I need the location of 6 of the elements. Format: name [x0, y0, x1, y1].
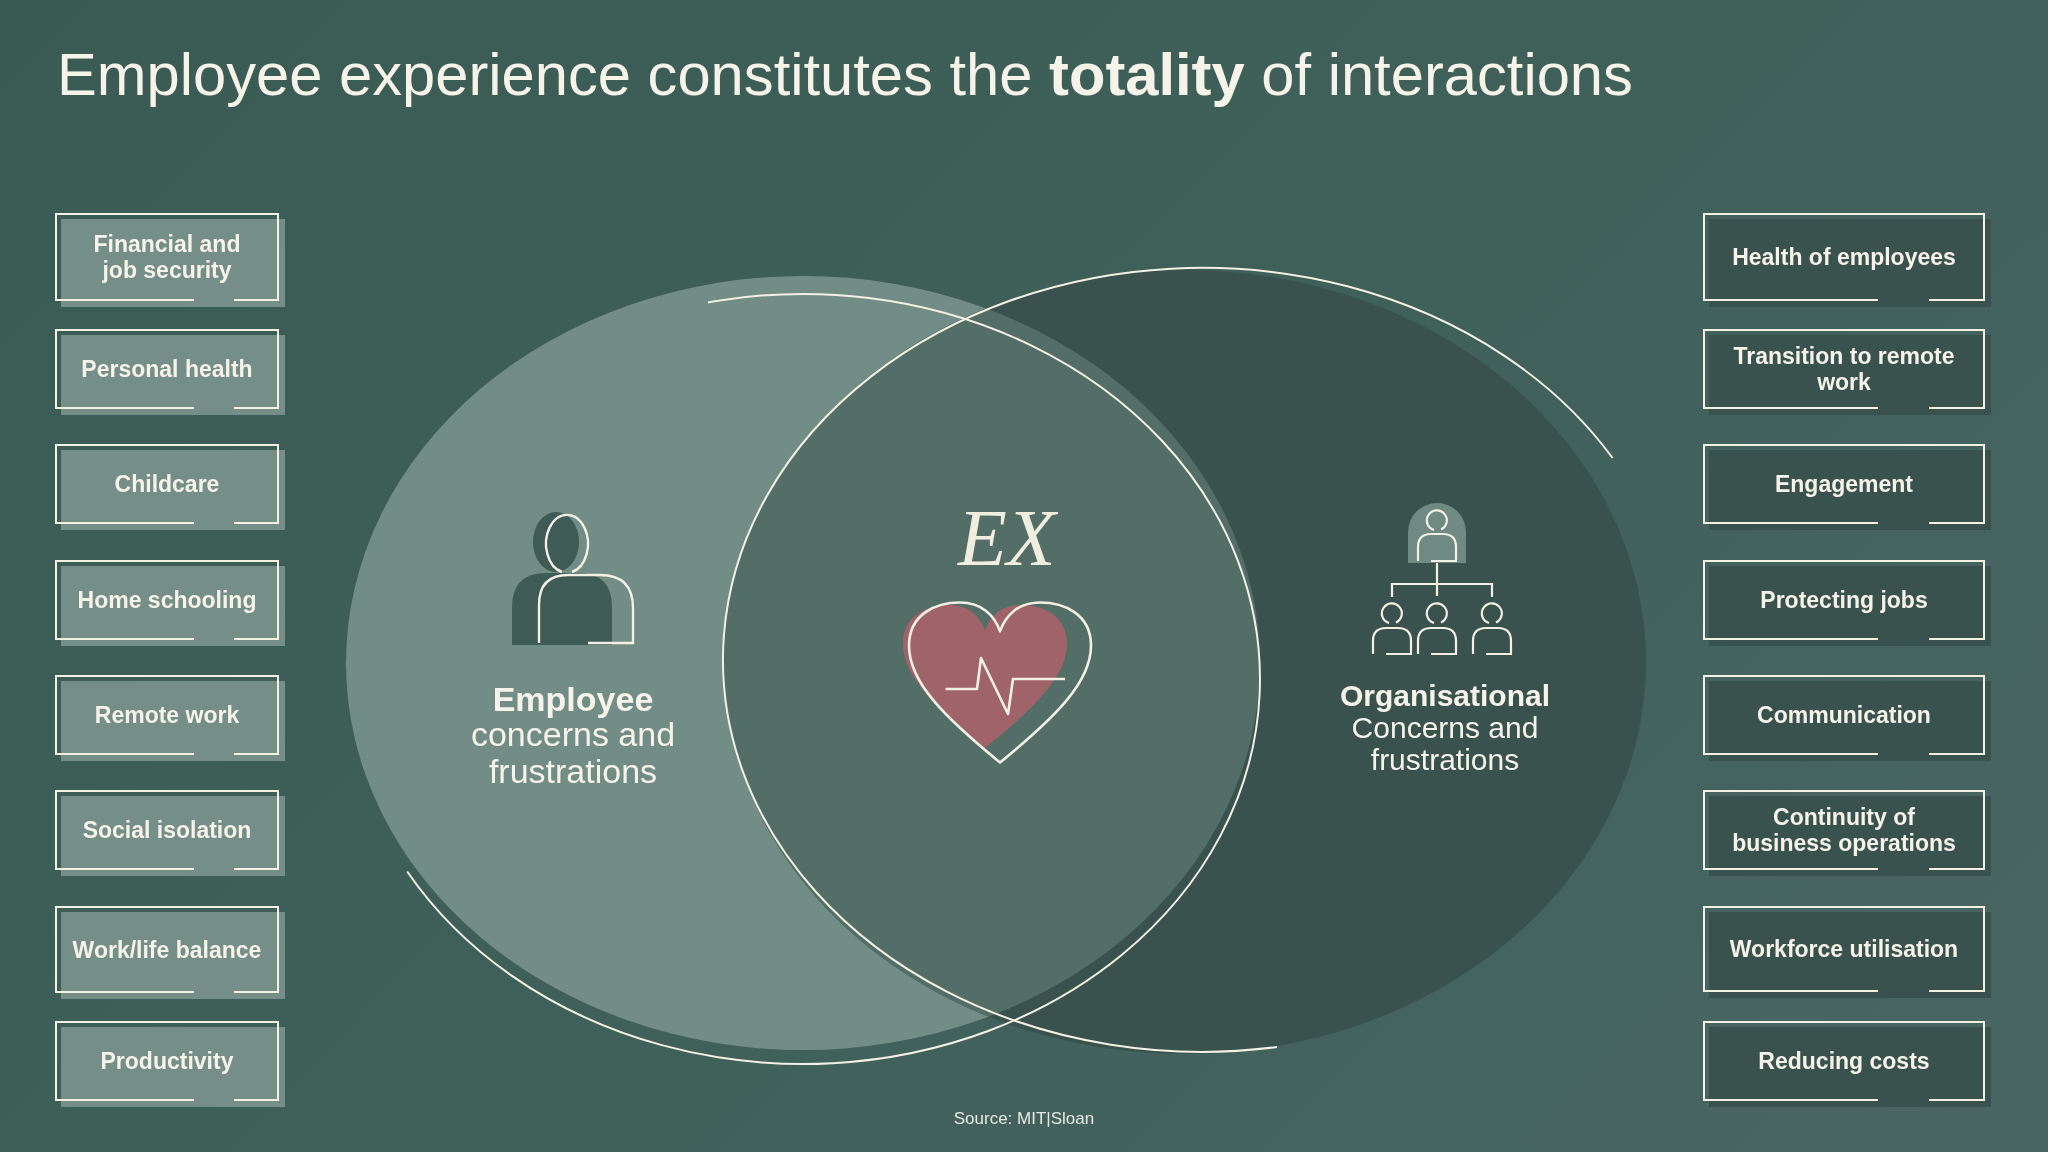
circle-heading: Organisational — [1340, 679, 1550, 712]
circle-heading: Employee — [492, 681, 654, 718]
circle-text: Concerns and frustrations — [1351, 712, 1539, 776]
title: Employee experience constitutes the totality of interactions — [57, 40, 1633, 110]
overlap-label: EX — [958, 498, 1056, 578]
source-note: Source: MIT|Sloan — [953, 1109, 1095, 1129]
